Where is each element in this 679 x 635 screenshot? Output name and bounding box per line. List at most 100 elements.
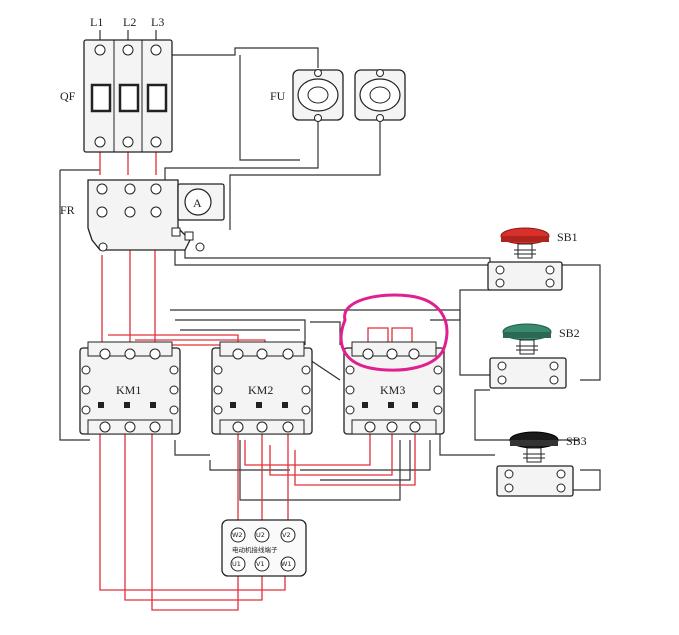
label-l2: L2 [123,15,136,29]
screw-icon [556,469,566,479]
screw-icon [99,348,111,360]
screw-icon [314,69,322,77]
wire-fr-aux [184,245,491,270]
label-km2: KM2 [248,383,273,397]
screw-icon [150,206,162,218]
wire-km-bridge [170,309,490,376]
label-v2: V2 [282,531,291,539]
screw-icon [81,365,91,375]
screw-icon [408,348,420,360]
screw-icon [376,114,384,122]
label-sb3: SB3 [566,434,587,448]
screw-icon [232,348,244,360]
screw-icon [124,183,136,195]
label-u1: U1 [232,560,241,568]
screw-icon [345,385,355,395]
screw-icon [122,44,134,56]
screw-icon [99,421,111,433]
screw-icon [256,421,268,433]
screw-icon [149,421,161,433]
ammeter-icon [184,188,212,216]
label-qf: QF [60,89,76,103]
label-v1: V1 [256,560,265,568]
screw-icon [124,206,136,218]
label-w1: W1 [281,560,292,568]
screw-icon [549,375,559,385]
screw-icon [256,348,268,360]
label-w2: W2 [232,531,243,539]
label-sb2: SB2 [559,326,580,340]
screw-icon [386,421,398,433]
breaker-handle-icon [146,83,168,113]
screw-icon [345,365,355,375]
screw-icon [362,348,374,360]
wire-qf-to-fu1 [167,42,319,68]
contactor-km2: KM2 [211,341,313,435]
sb1-base [487,261,563,291]
wire-km3-star-2 [391,327,413,350]
screw-icon [545,265,555,275]
screw-icon [169,405,179,415]
screw-icon [169,385,179,395]
terminal-v1-icon [254,556,270,572]
screw-icon [504,483,514,493]
label-fu: FU [270,89,286,103]
screw-icon [213,385,223,395]
wire-low4 [209,460,290,471]
wire-fu2-down [229,120,381,230]
button-sb2: SB2 [489,323,580,389]
screw-icon [122,136,134,148]
label-km3: KM3 [380,383,405,397]
terminal-w1-icon [280,556,296,572]
screw-icon [433,405,443,415]
control-wiring [59,42,601,501]
wire-left-bus [59,170,90,441]
screw-icon [96,206,108,218]
screw-icon [94,136,106,148]
label-sb1: SB1 [557,230,578,244]
button-sb3: SB3 [496,431,587,497]
screw-icon [213,405,223,415]
contactor-km3: KM3 [343,341,445,435]
label-km1: KM1 [116,383,141,397]
wire-km1-v1 [124,430,263,601]
motor-terminal-block: W2 U2 V2 电动机接线端子 U1 V1 W1 [221,519,307,577]
screw-icon [282,421,294,433]
wire-km2-km3-a [244,430,371,466]
screw-icon [150,44,162,56]
screw-icon [386,348,398,360]
label-l3: L3 [151,15,164,29]
wire-km2-diag [309,359,341,381]
screw-icon [282,348,294,360]
screw-icon [504,469,514,479]
wire-km3-star-1 [367,327,389,350]
wire-km2-km3 [310,321,341,345]
screw-icon [376,69,384,77]
sb3-base [496,465,574,497]
screw-icon [195,242,205,252]
screw-icon [301,385,311,395]
screw-icon [124,421,136,433]
screw-icon [150,136,162,148]
screw-icon [556,483,566,493]
screw-icon [314,114,322,122]
screw-icon [495,265,505,275]
screw-icon [345,405,355,415]
screw-icon [150,183,162,195]
wire-km3-sb3 [439,420,495,456]
highlight-circle [339,293,449,372]
label-u2: U2 [256,531,265,539]
wire-fu-loop [239,55,300,161]
wire-km2-km3-low [300,440,431,471]
wire-km1-u1 [151,430,239,611]
button-sb1: SB1 [487,227,578,291]
screw-icon [98,242,108,252]
terminal-u1-icon [230,556,246,572]
screw-icon [96,183,108,195]
wire-fu1-down [164,120,319,185]
screw-icon [545,278,555,288]
label-l1: L1 [90,15,103,29]
breaker-qf: L1 L2 L3 QF [60,15,173,153]
wire-km2-km3-b [269,430,393,476]
